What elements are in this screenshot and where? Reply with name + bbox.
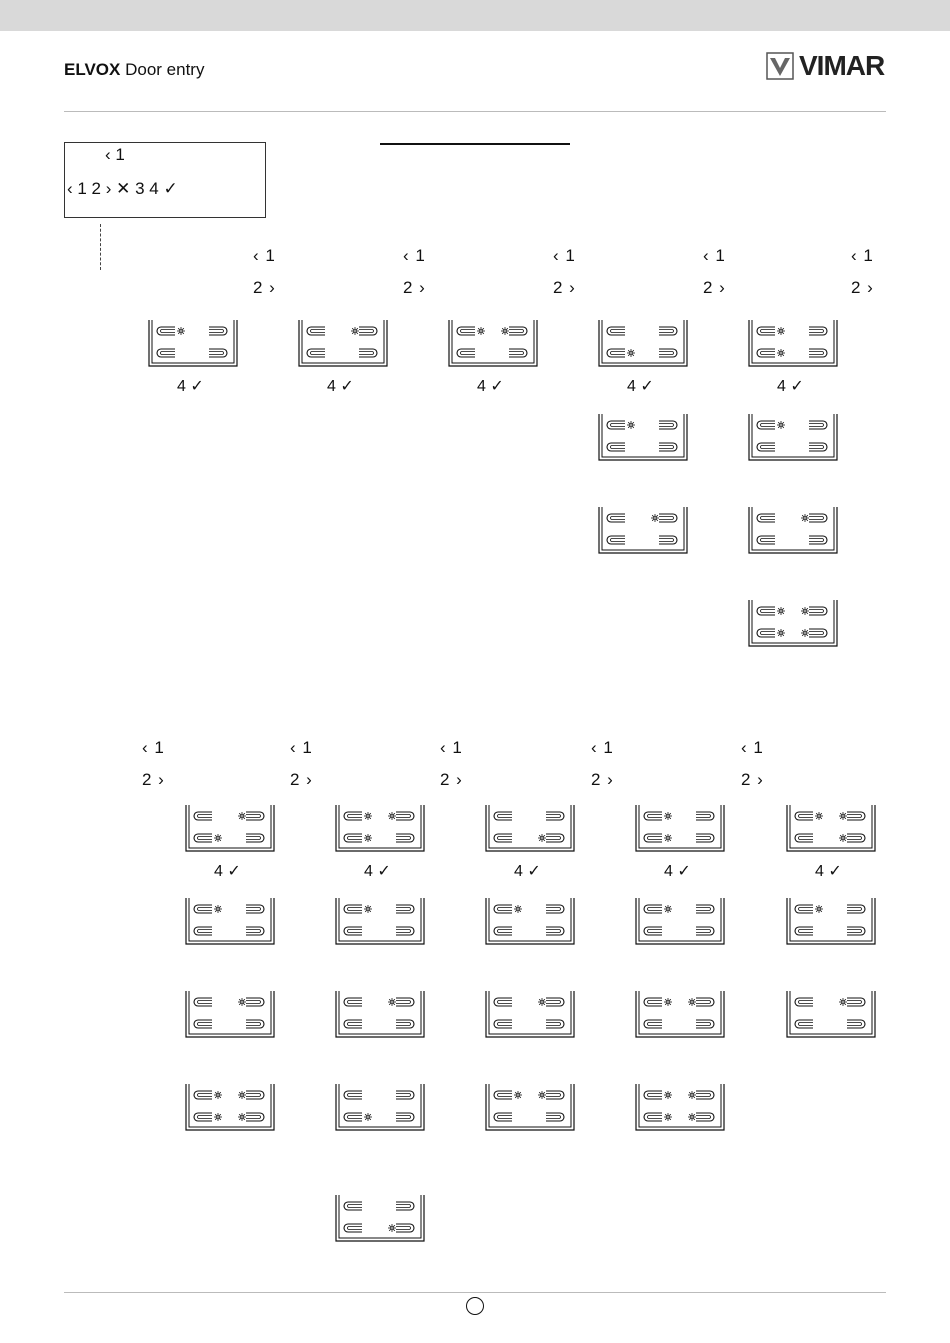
section-underline <box>380 143 570 145</box>
label-two-right: 2 › <box>440 770 463 790</box>
keypad-led-tile <box>297 320 389 368</box>
label-left-one: ‹ 1 <box>851 246 874 266</box>
caption-four-check: 4 ✓ <box>477 376 504 396</box>
label-left-one: ‹ 1 <box>553 246 576 266</box>
keypad-led-tile <box>747 414 839 462</box>
label-left-one: ‹ 1 <box>253 246 276 266</box>
keypad-led-tile <box>334 805 426 853</box>
label-two-right: 2 › <box>253 278 276 298</box>
keypad-led-tile <box>484 898 576 946</box>
label-two-right: 2 › <box>290 770 313 790</box>
top-bar <box>0 0 950 31</box>
label-two-right: 2 › <box>703 278 726 298</box>
label-left-one: ‹ 1 <box>142 738 165 758</box>
caption-four-check: 4 ✓ <box>627 376 654 396</box>
keypad-led-tile <box>184 991 276 1039</box>
legend-line-1: ‹ 1 <box>105 145 125 165</box>
brand-title: ELVOX Door entry <box>64 60 204 80</box>
keypad-led-tile <box>184 1084 276 1132</box>
keypad-led-tile <box>184 898 276 946</box>
keypad-led-tile <box>147 320 239 368</box>
keypad-led-tile <box>747 600 839 648</box>
page-marker-circle <box>466 1297 484 1315</box>
label-two-right: 2 › <box>851 278 874 298</box>
label-left-one: ‹ 1 <box>290 738 313 758</box>
keypad-led-tile <box>747 320 839 368</box>
vimar-logo-icon <box>766 52 794 80</box>
keypad-led-tile <box>484 1084 576 1132</box>
label-left-one: ‹ 1 <box>591 738 614 758</box>
keypad-led-tile <box>484 991 576 1039</box>
label-left-one: ‹ 1 <box>703 246 726 266</box>
keypad-led-tile <box>597 320 689 368</box>
keypad-led-tile <box>484 805 576 853</box>
keypad-led-tile <box>634 1084 726 1132</box>
label-two-right: 2 › <box>142 770 165 790</box>
legend-box: ‹ 1 ‹ 1 2 › ✕ 3 4 ✓ <box>64 142 266 218</box>
keypad-led-tile <box>334 991 426 1039</box>
caption-four-check: 4 ✓ <box>664 861 691 881</box>
keypad-led-tile <box>747 507 839 555</box>
caption-four-check: 4 ✓ <box>177 376 204 396</box>
keypad-led-tile <box>597 507 689 555</box>
dashed-leader <box>100 224 101 270</box>
keypad-led-tile <box>334 1084 426 1132</box>
keypad-led-tile <box>447 320 539 368</box>
caption-four-check: 4 ✓ <box>327 376 354 396</box>
keypad-led-tile <box>785 898 877 946</box>
keypad-led-tile <box>785 991 877 1039</box>
caption-four-check: 4 ✓ <box>514 861 541 881</box>
label-two-right: 2 › <box>403 278 426 298</box>
label-left-one: ‹ 1 <box>440 738 463 758</box>
keypad-led-tile <box>184 805 276 853</box>
brand-bold: ELVOX <box>64 60 120 79</box>
caption-four-check: 4 ✓ <box>214 861 241 881</box>
logo-text: VIMAR <box>799 50 884 82</box>
vimar-logo: VIMAR <box>766 51 884 81</box>
keypad-led-tile <box>334 898 426 946</box>
label-two-right: 2 › <box>741 770 764 790</box>
keypad-led-tile <box>634 898 726 946</box>
label-left-one: ‹ 1 <box>403 246 426 266</box>
legend-line-2: ‹ 1 2 › ✕ 3 4 ✓ <box>67 179 178 199</box>
keypad-led-tile <box>634 991 726 1039</box>
keypad-led-tile <box>634 805 726 853</box>
header-rule <box>64 111 886 112</box>
brand-rest: Door entry <box>125 60 204 79</box>
footer-rule <box>64 1292 886 1293</box>
keypad-led-tile <box>785 805 877 853</box>
label-two-right: 2 › <box>591 770 614 790</box>
keypad-led-tile <box>334 1195 426 1243</box>
caption-four-check: 4 ✓ <box>364 861 391 881</box>
label-two-right: 2 › <box>553 278 576 298</box>
caption-four-check: 4 ✓ <box>815 861 842 881</box>
keypad-led-tile <box>597 414 689 462</box>
label-left-one: ‹ 1 <box>741 738 764 758</box>
caption-four-check: 4 ✓ <box>777 376 804 396</box>
